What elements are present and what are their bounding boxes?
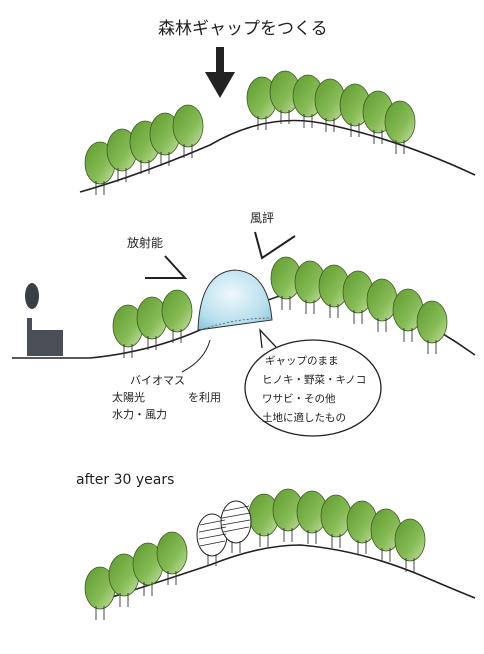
bubble-line4: 土地に適したもの [262, 411, 346, 424]
trees-right-2 [271, 257, 447, 354]
biomass-notes: バイオマス 太陽光 を利用 水力・風力 [112, 374, 221, 421]
label-radiation: 放射能 [127, 235, 163, 250]
panel3-title: after 30 years [76, 472, 174, 488]
biomass-line3: 水力・風力 [112, 408, 167, 421]
bubble-line3: ワサビ・その他 [262, 392, 336, 405]
young-trees-hatched [197, 501, 251, 566]
rumor-arrow-icon [255, 232, 295, 258]
down-arrow-icon [205, 47, 235, 98]
bubble-line2: ヒノキ・野菜・キノコ [262, 374, 366, 386]
pointer-line-biomass [182, 340, 210, 372]
panel1-title: 森林ギャップをつくる [158, 19, 328, 39]
trees-3 [85, 489, 425, 620]
label-rumor: 風評 [250, 210, 274, 225]
factory-icon [25, 283, 63, 356]
biomass-line2: 太陽光 [112, 390, 145, 404]
radiation-arrow-icon [145, 256, 185, 278]
panel-1: 森林ギャップをつくる [80, 19, 475, 195]
panel-3: after 30 years [76, 472, 475, 620]
gap-notes-bubble: ギャップのまま ヒノキ・野菜・キノコ ワサビ・その他 土地に適したもの [245, 330, 381, 436]
solar-dome [198, 270, 272, 330]
trees-left-2 [113, 290, 192, 358]
bubble-line1: ギャップのまま [265, 355, 339, 367]
biomass-line1: バイオマス [130, 374, 185, 387]
trees-left-1 [85, 105, 203, 195]
biomass-line2b: を利用 [188, 391, 221, 404]
panel-2: 放射能 風評 バイオマス 太陽光 を利用 水力・風力 ギャップのまま ヒノキ・野… [12, 210, 475, 436]
